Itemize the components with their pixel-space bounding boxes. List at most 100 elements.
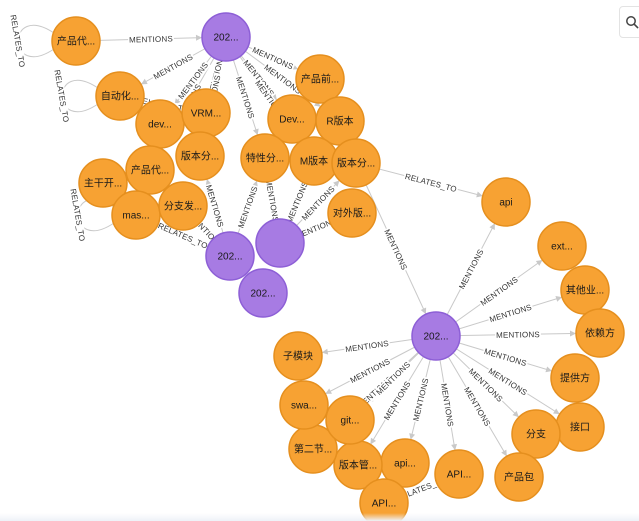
document-node[interactable] (255, 218, 305, 268)
node-circle[interactable] (511, 409, 561, 459)
node-circle[interactable] (273, 331, 323, 381)
node-circle[interactable] (537, 221, 587, 271)
edge-label: MENTIONS (263, 177, 281, 224)
node-circle[interactable] (279, 380, 329, 430)
edge-label-text: RELATES_TO (52, 69, 70, 123)
search-icon (626, 16, 639, 29)
node-circle[interactable] (555, 402, 605, 452)
node-circle[interactable] (240, 133, 290, 183)
edge-label-bg (495, 330, 542, 340)
entity-node[interactable]: 特性分... (240, 133, 290, 183)
edge-label-bg (438, 381, 456, 429)
node-circle[interactable] (125, 145, 175, 195)
node-circle[interactable] (135, 99, 185, 149)
node-circle[interactable] (78, 158, 128, 208)
node-circle[interactable] (289, 136, 339, 186)
edge-label-text: MENTIONS (457, 248, 485, 291)
entity-node[interactable]: VRM... (181, 88, 231, 138)
node-circle[interactable] (325, 395, 375, 445)
edge-label-bg (151, 51, 196, 83)
edge-label-bg (381, 378, 414, 423)
entity-node[interactable]: 产品代... (51, 16, 101, 66)
entity-node[interactable]: R版本 (315, 96, 365, 146)
node-circle[interactable] (295, 54, 345, 104)
entity-node[interactable]: 版本分... (175, 131, 225, 181)
document-node[interactable]: 202... (205, 231, 255, 281)
edge-label-bg (52, 68, 71, 125)
edge-arrowhead (569, 330, 577, 337)
edge-label: MENTIONS (438, 381, 456, 429)
edge-label-text: MENTIONS (345, 339, 390, 354)
edge-label-text: MENTIONS (152, 52, 195, 81)
document-node[interactable]: 202... (411, 311, 461, 361)
entity-node[interactable]: api (481, 177, 531, 227)
node-circle[interactable] (111, 190, 161, 240)
node-circle[interactable] (494, 452, 544, 502)
edge-label-bg (485, 365, 530, 398)
edge-label-text: MENTIONS (234, 75, 256, 119)
entity-node[interactable]: 产品代... (125, 145, 175, 195)
node-circle[interactable] (205, 231, 255, 281)
node-circle[interactable] (550, 353, 600, 403)
document-node[interactable]: 202... (238, 268, 288, 318)
entity-node[interactable]: mas... (111, 190, 161, 240)
entity-node[interactable]: 自动化... (95, 71, 145, 121)
node-circle[interactable] (181, 88, 231, 138)
node-circle[interactable] (315, 96, 365, 146)
entity-node[interactable]: M版本 (289, 136, 339, 186)
edge-label-bg (250, 45, 296, 72)
node-circle[interactable] (359, 478, 409, 521)
edge-label: MENTIONS (343, 338, 391, 355)
entity-node[interactable]: 产品包 (494, 452, 544, 502)
edge-arrowhead (545, 366, 553, 373)
edge-label-bg (456, 246, 487, 292)
edge-label: MENTIONS (151, 51, 196, 83)
node-circle[interactable] (201, 12, 251, 62)
edge-arrowhead (325, 388, 332, 394)
entity-node[interactable]: ext... (537, 221, 587, 271)
node-circle[interactable] (238, 268, 288, 318)
node-circle[interactable] (560, 265, 610, 315)
entity-node[interactable]: 依赖方 (575, 308, 625, 358)
edge-label: RELATES_TO (402, 171, 459, 195)
edge-arrowhead (512, 410, 519, 418)
entity-node[interactable]: 分支 (511, 409, 561, 459)
edge-label-bg (402, 171, 459, 195)
node-circle[interactable] (434, 449, 484, 499)
node-circle[interactable] (255, 218, 305, 268)
entity-node[interactable]: 分支发... (158, 181, 208, 231)
entity-node[interactable]: 对外版... (327, 188, 377, 238)
node-circle[interactable] (411, 311, 461, 361)
node-circle[interactable] (158, 181, 208, 231)
entity-node[interactable]: API... (434, 449, 484, 499)
entity-node[interactable]: git... (325, 395, 375, 445)
edge-arrowhead (370, 437, 377, 445)
node-layer: 产品代...202...自动化...产品前...dev...VRM...Dev.… (51, 12, 625, 521)
entity-node[interactable]: 其他业... (560, 265, 610, 315)
node-circle[interactable] (175, 131, 225, 181)
node-circle[interactable] (327, 188, 377, 238)
node-circle[interactable] (575, 308, 625, 358)
edge-label-bg (263, 177, 281, 224)
node-circle[interactable] (481, 177, 531, 227)
edge-label-bg (461, 384, 493, 429)
document-node[interactable]: 202... (201, 12, 251, 62)
node-circle[interactable] (331, 138, 381, 188)
entity-node[interactable]: 产品前... (295, 54, 345, 104)
edge-arrowhead (535, 259, 543, 266)
entity-node[interactable]: dev... (135, 99, 185, 149)
edge-arrowhead (501, 449, 507, 457)
edge-arrowhead (140, 78, 148, 85)
edge-label-text: MENTIONS (483, 347, 528, 368)
node-circle[interactable] (51, 16, 101, 66)
edge-arrowhead (409, 433, 416, 440)
entity-node[interactable]: 接口 (555, 402, 605, 452)
entity-node[interactable]: swa... (279, 380, 329, 430)
node-circle[interactable] (95, 71, 145, 121)
edge-label-bg (373, 359, 413, 398)
entity-node[interactable]: 子模块 (273, 331, 323, 381)
entity-node[interactable]: 版本分... (331, 138, 381, 188)
entity-node[interactable]: 提供方 (550, 353, 600, 403)
search-button[interactable] (619, 6, 639, 38)
